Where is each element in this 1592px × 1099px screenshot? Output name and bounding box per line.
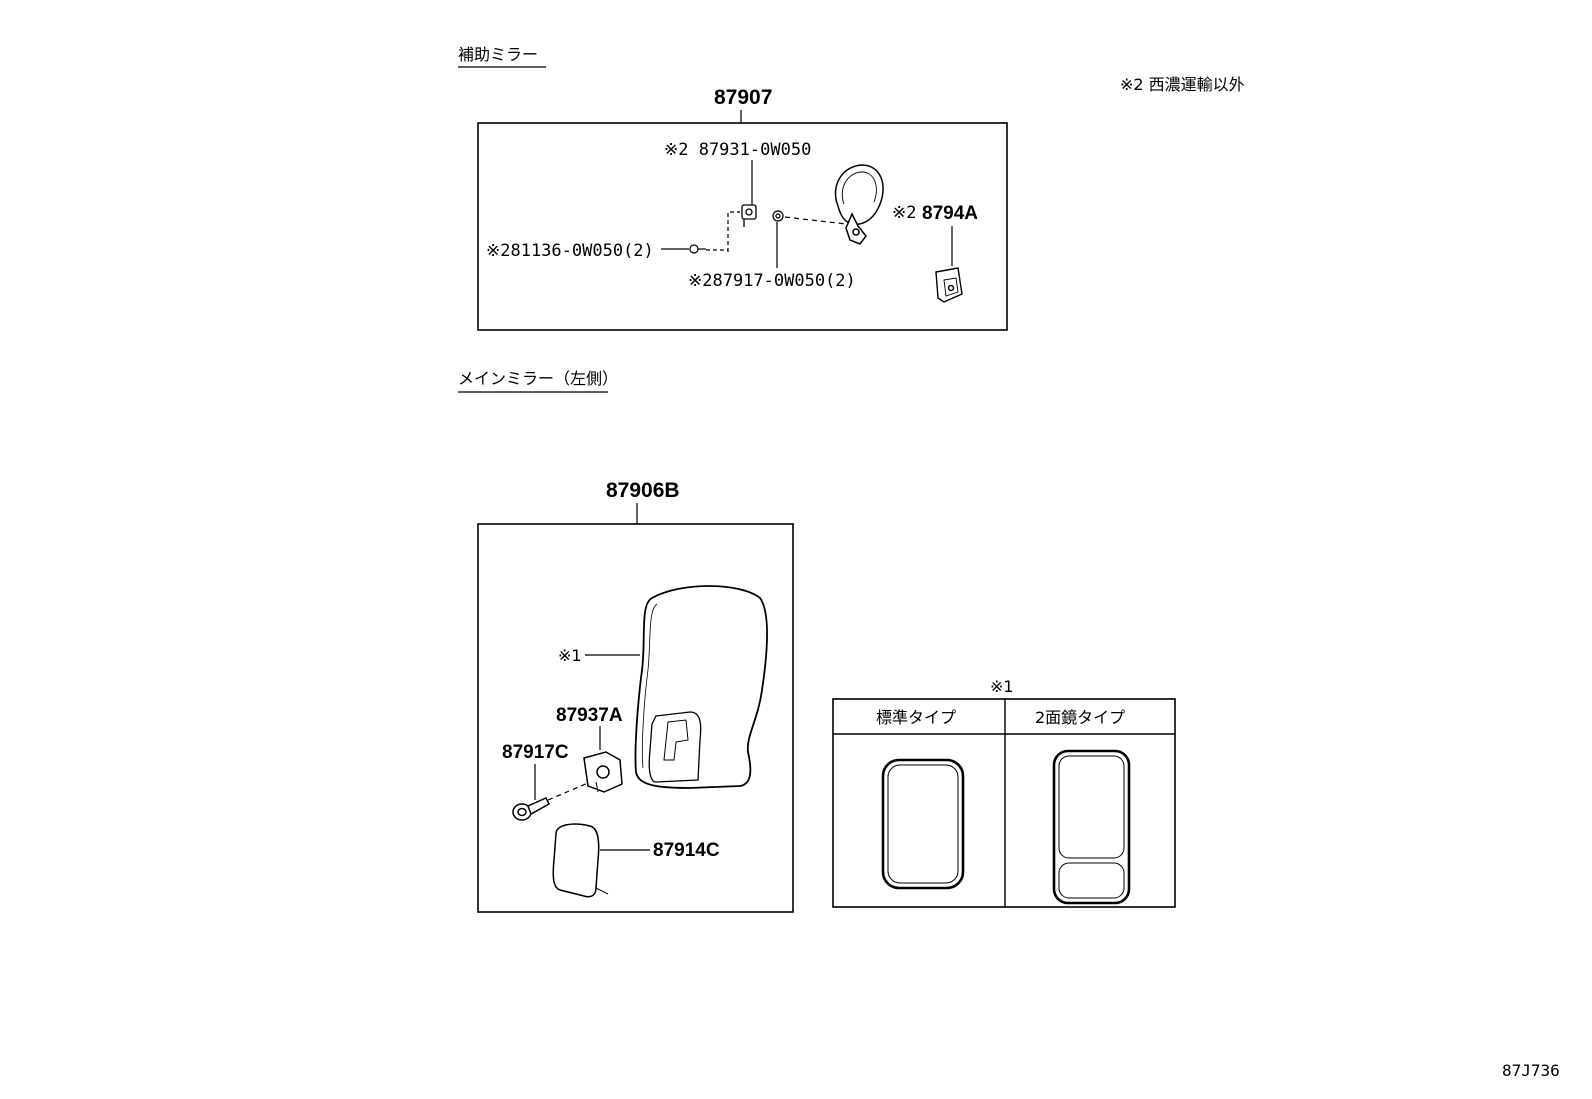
aux-mirror-frame <box>477 122 1008 331</box>
main-mirror-assembly-number: 87906B <box>606 479 680 502</box>
type-header-dual-mirror: 2面鏡タイプ <box>1035 708 1125 727</box>
mirror-stay-bracket-icon <box>935 267 963 303</box>
main-leader-lines <box>534 726 650 851</box>
mirror-type-table <box>832 698 1176 908</box>
nut-icon <box>772 210 784 222</box>
bracket-clip-icon <box>741 204 757 227</box>
main-mirror-body-icon <box>634 585 768 789</box>
dual-mirror-glass-icon <box>1052 749 1131 905</box>
aux-leader-lines <box>661 160 953 268</box>
page-code: 87J736 <box>1502 1061 1560 1080</box>
note-mark-1: ※1 <box>558 646 582 665</box>
exclusion-note: ※2 西濃運輸以外 <box>1120 75 1245 94</box>
main-mirror-frame <box>477 523 794 913</box>
part-87937A: 87937A <box>556 705 623 726</box>
screw-small-icon <box>689 244 706 254</box>
bolt-icon <box>512 797 550 821</box>
part-8794A: 8794A <box>922 203 978 224</box>
main-mirror-heading: メインミラー（左側） <box>458 369 618 388</box>
mirror-mount-bracket-icon <box>583 751 623 793</box>
part-8794A-mark: ※2 <box>892 203 916 223</box>
part-87917: ※287917-0W050(2) <box>688 271 856 291</box>
part-87931: ※2 87931-0W050 <box>664 140 811 160</box>
aux-mirror-assembly-number: 87907 <box>714 86 772 109</box>
mirror-cover-icon <box>552 823 609 898</box>
part-81136: ※281136-0W050(2) <box>486 241 654 261</box>
auxiliary-mirror-icon <box>834 164 884 245</box>
part-87914C: 87914C <box>653 840 720 861</box>
part-87917C: 87917C <box>502 742 569 763</box>
standard-mirror-glass-icon <box>881 758 965 890</box>
type-header-standard: 標準タイプ <box>876 708 956 727</box>
type-table-note-mark: ※1 <box>990 677 1014 696</box>
aux-mirror-heading: 補助ミラー <box>458 45 538 64</box>
